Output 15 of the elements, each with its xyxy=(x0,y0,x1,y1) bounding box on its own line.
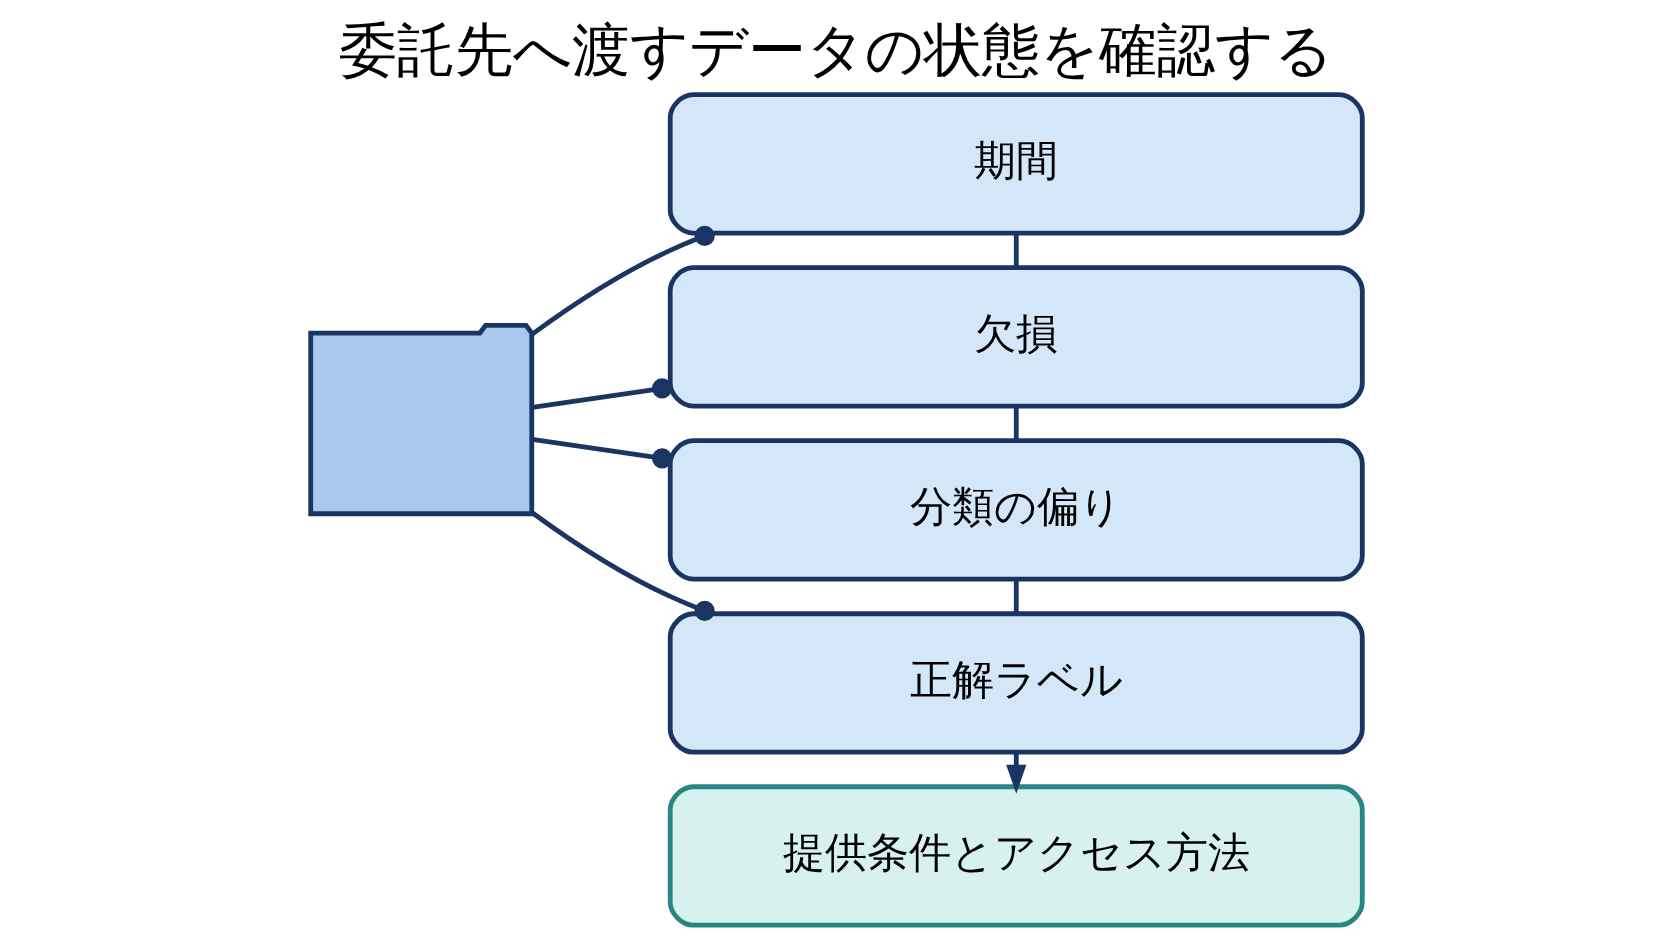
node-box: 分類の偏り xyxy=(667,438,1365,582)
node-box: 提供条件とアクセス方法 xyxy=(667,784,1365,928)
arrow xyxy=(1005,752,1026,794)
connector xyxy=(530,510,715,621)
diagram-title: 委託先へ渡すデータの状態を確認する xyxy=(339,15,1333,84)
connector xyxy=(1013,406,1019,441)
connector xyxy=(530,225,715,337)
connector xyxy=(531,378,672,410)
node-box: 期間 xyxy=(667,92,1365,236)
connector xyxy=(1013,579,1019,614)
node-box: 正解ラベル xyxy=(667,611,1365,755)
connector xyxy=(1013,233,1019,268)
node-folder xyxy=(307,322,534,517)
connector xyxy=(531,437,672,469)
node-box: 欠損 xyxy=(667,265,1365,409)
